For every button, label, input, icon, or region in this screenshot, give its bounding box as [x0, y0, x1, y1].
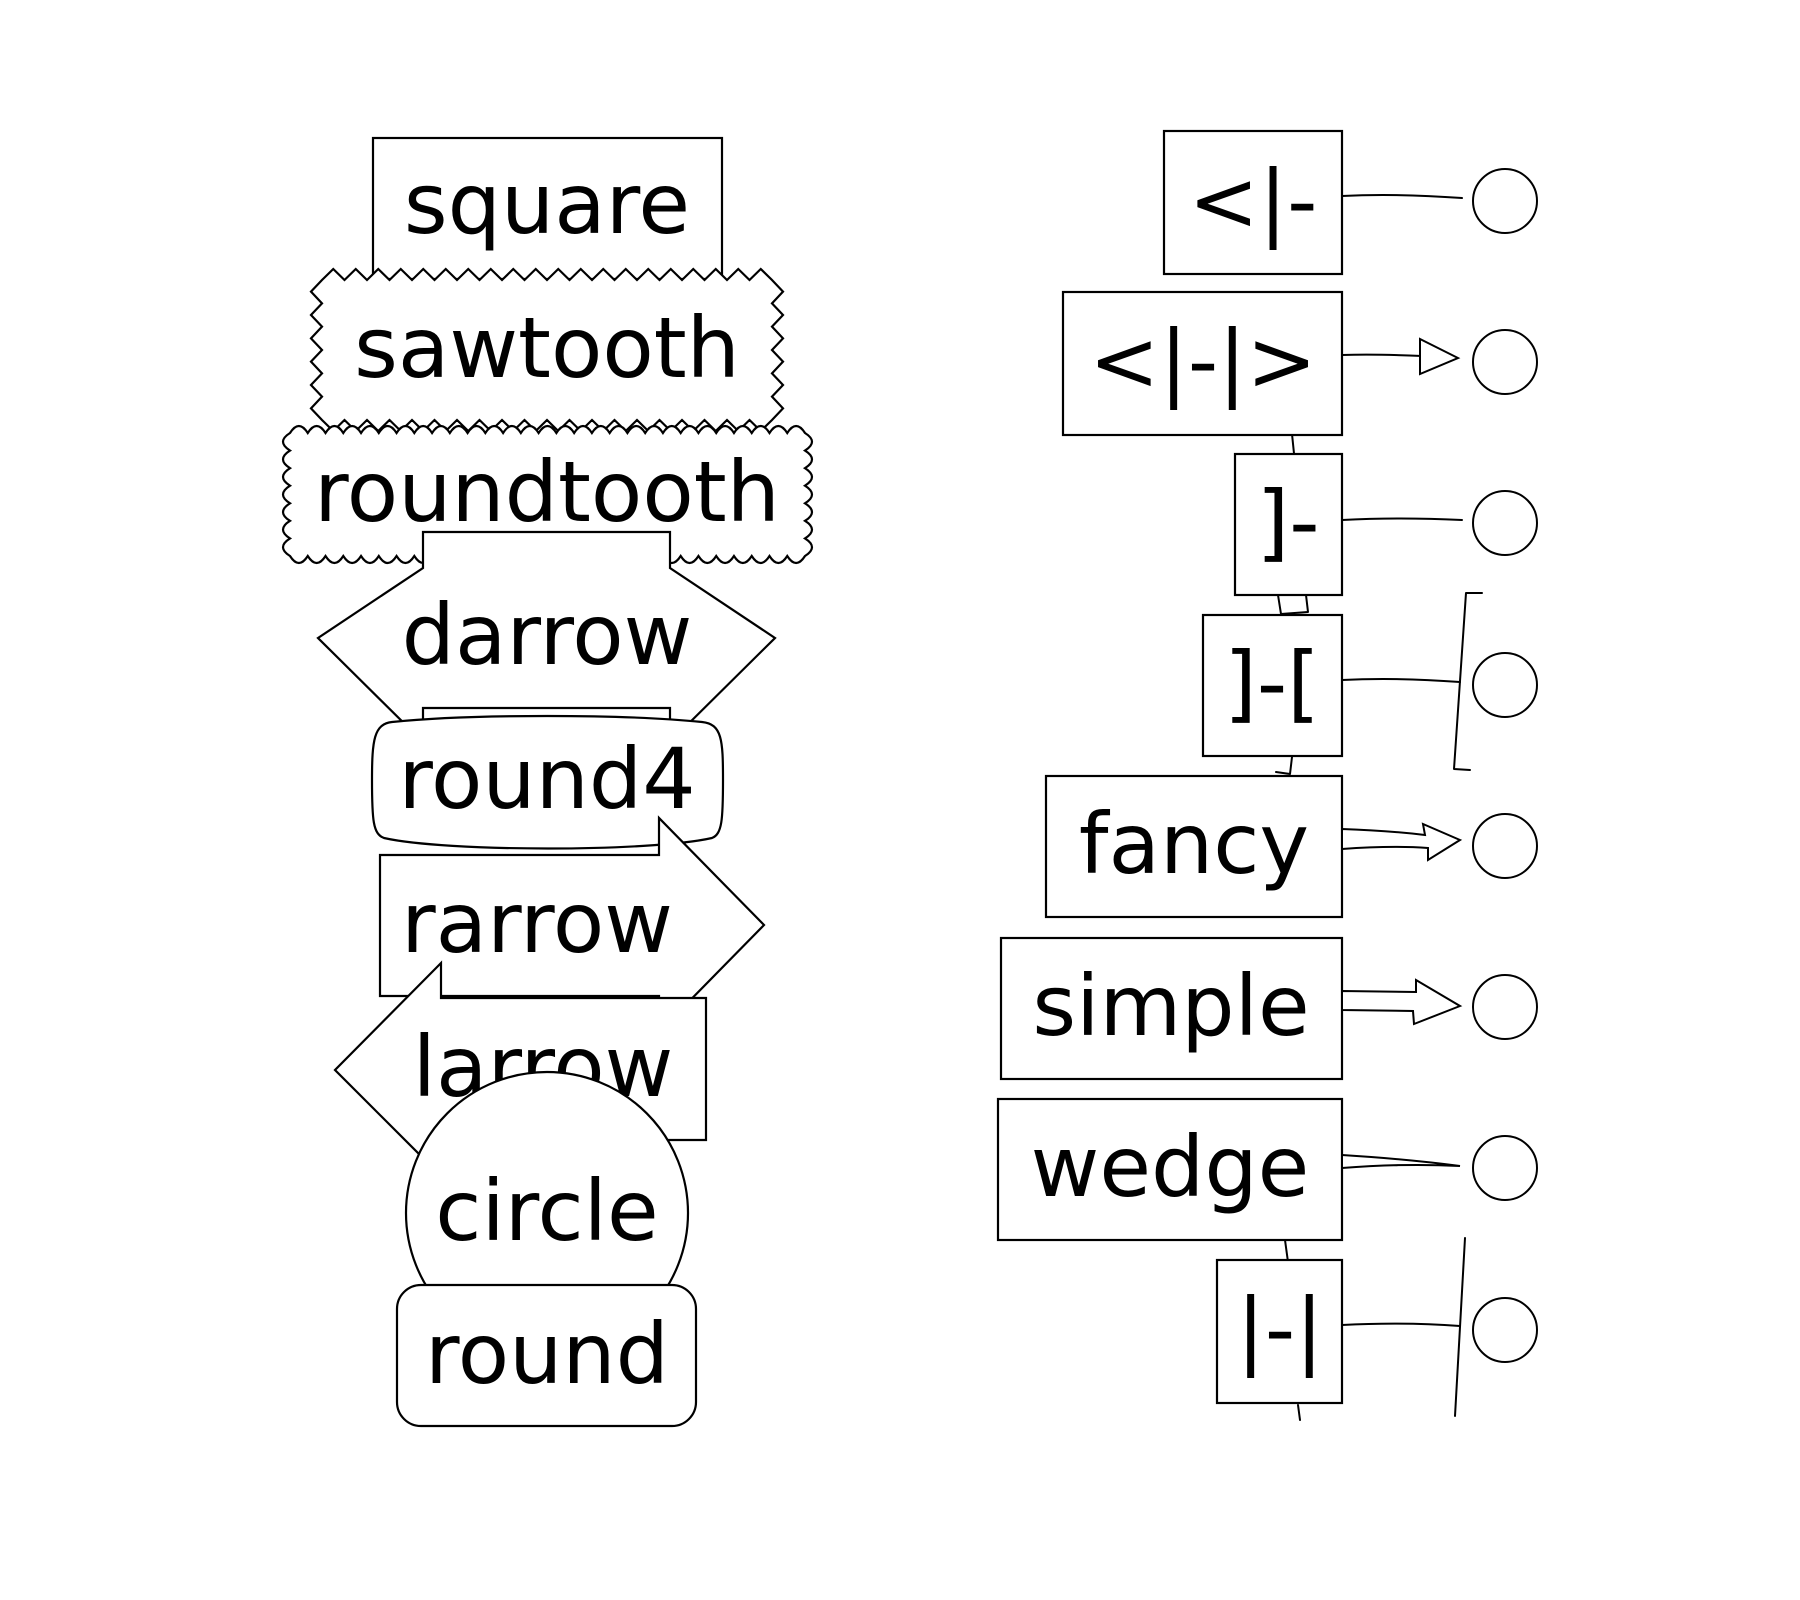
arrow-bar-label: |-|	[1237, 1280, 1324, 1378]
arrow-fancy: fancy	[1044, 774, 1538, 919]
box-roundtooth: roundtooth	[281, 424, 814, 565]
arrow-bracket-ab-target	[1472, 652, 1538, 718]
box-darrow-label: darrow	[402, 586, 693, 684]
arrow-bar: |-|	[1215, 1237, 1538, 1417]
arrow-simple: simple	[999, 936, 1538, 1081]
box-circle: circle	[404, 1070, 690, 1356]
arrow-fancy-target	[1472, 813, 1538, 879]
box-sawtooth-shape	[309, 267, 785, 433]
arrow-fancy-label: fancy	[1079, 795, 1309, 893]
arrow-bracket-ab-connector	[1341, 677, 1461, 683]
arrow-bracket-a-box	[1233, 452, 1344, 597]
arrow-fill-both-head	[1419, 337, 1461, 376]
arrow-simple-box	[999, 936, 1344, 1081]
arrow-fill-left-target	[1472, 168, 1538, 234]
arrow-simple-connector	[1341, 978, 1463, 1026]
arrow-simple-label: simple	[1032, 957, 1309, 1055]
arrow-bracket-ab-label: ]-[	[1224, 634, 1320, 732]
arrow-bar-target-bar	[1454, 1237, 1466, 1417]
box-square-label: square	[404, 155, 690, 253]
box-round: round	[395, 1283, 698, 1428]
box-rarrow-label: rarrow	[401, 874, 673, 972]
arrow-fill-left-box	[1162, 129, 1344, 276]
arrow-simple-target	[1472, 974, 1538, 1040]
box-circle-label: circle	[435, 1162, 658, 1260]
arrow-bar-box	[1215, 1258, 1344, 1405]
arrow-bracket-a-target	[1472, 490, 1538, 556]
arrow-fill-both-box	[1061, 290, 1344, 437]
box-round4-shape	[370, 714, 725, 850]
box-sawtooth-label: sawtooth	[354, 299, 740, 397]
box-round-label: round	[425, 1305, 669, 1403]
arrow-bar-connector	[1341, 1322, 1461, 1327]
arrow-wedge-connector	[1341, 1153, 1461, 1170]
box-rarrow: rarrow	[378, 815, 766, 1035]
arrow-bracket-ab-target-bracket	[1453, 592, 1483, 771]
arrow-fill-both-label: <|-|>	[1089, 312, 1317, 410]
arrow-bracket-a: ]-	[1233, 452, 1538, 597]
box-darrow: darrow	[316, 530, 777, 745]
box-roundtooth-label: roundtooth	[314, 443, 780, 541]
arrow-bracket-a-connector	[1341, 517, 1463, 521]
bracket-ab-source-bracket-lower	[1275, 756, 1293, 775]
box-darrow-shape	[316, 530, 777, 745]
arrow-wedge: wedge	[996, 1097, 1538, 1242]
box-sawtooth: sawtooth	[309, 267, 785, 433]
box-round-shape	[395, 1283, 698, 1428]
arrow-fancy-box	[1044, 774, 1344, 919]
arrow-bar-target	[1472, 1297, 1538, 1363]
box-square-shape	[371, 136, 724, 281]
arrow-fill-both-connector	[1341, 353, 1423, 357]
arrow-fill-left: <|-	[1162, 129, 1538, 276]
arrow-wedge-box	[996, 1097, 1344, 1242]
bar-source-bar	[1284, 1239, 1301, 1421]
box-roundtooth-shape	[281, 424, 814, 565]
arrow-fancy-connector	[1341, 822, 1463, 862]
arrow-bracket-ab: ]-[	[1201, 592, 1538, 771]
box-square: square	[371, 136, 724, 281]
arrow-bracket-a-label: ]-	[1256, 473, 1319, 571]
box-round4: round4	[370, 714, 725, 850]
arrow-bracket-ab-box	[1201, 613, 1344, 758]
arrow-fill-both-target	[1472, 329, 1538, 395]
box-round4-label: round4	[398, 730, 695, 828]
arrow-fill-left-connector	[1341, 193, 1463, 199]
arrow-fill-left-label: <|-	[1189, 152, 1318, 250]
arrow-wedge-label: wedge	[1031, 1118, 1310, 1216]
arrow-fill-both: <|-|>	[1061, 290, 1538, 437]
arrow-wedge-target	[1472, 1135, 1538, 1201]
